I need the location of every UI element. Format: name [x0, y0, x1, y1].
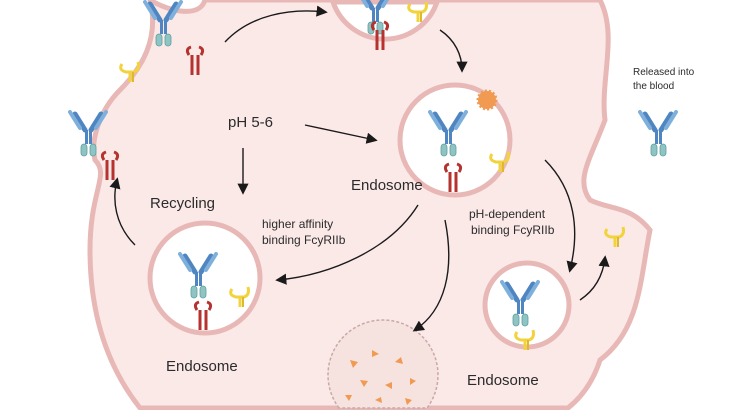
endosome-center-label: Endosome: [351, 177, 423, 194]
endosome-recycling: [147, 220, 263, 336]
higher-affinity-line1: higher affinity: [262, 217, 334, 231]
endosome-right-label: Endosome: [467, 372, 539, 389]
released-line1: Released into: [633, 67, 695, 78]
ph-label: pH 5-6: [228, 114, 274, 131]
higher-affinity-line2: binding FcyRIIb: [262, 233, 346, 247]
ph-dependent-line1: pH-dependent: [469, 207, 546, 221]
ph-dependent-line2: binding FcyRIIb: [471, 223, 555, 237]
arrows: [109, 5, 610, 332]
released-line2: the blood: [633, 81, 675, 92]
released-antibody: [640, 112, 676, 156]
endosome-right: [482, 260, 572, 352]
endosome-center: [397, 82, 513, 198]
endosome-left-label: Endosome: [166, 358, 238, 375]
lysosome: [327, 319, 439, 409]
recycling-label: Recycling: [150, 195, 216, 212]
pathogen-icon: [476, 89, 498, 111]
endosome-top: [329, 0, 441, 52]
